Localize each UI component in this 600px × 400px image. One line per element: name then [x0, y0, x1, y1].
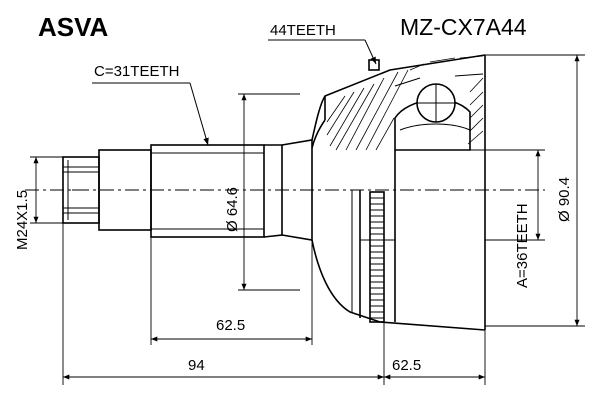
- outer-teeth-callout: 44TEETH: [268, 22, 380, 71]
- housing-diameter-dimension: Ø 90.4: [485, 54, 585, 327]
- shaft-teeth-callout: C=31TEETH: [92, 63, 209, 146]
- abs-ring: [369, 191, 385, 323]
- part-number: MZ-CX7A44: [400, 14, 527, 40]
- shaft-diameter-label: Ø 64.6: [224, 187, 241, 232]
- inner-teeth-dimension: A=36TEETH: [485, 149, 545, 288]
- shaft-length-label: 62.5: [216, 317, 245, 334]
- outer-teeth-label: 44TEETH: [270, 22, 336, 39]
- housing-diameter-label: Ø 90.4: [556, 177, 573, 222]
- shaft-teeth-label: C=31TEETH: [94, 63, 179, 80]
- total-left-label: 94: [188, 357, 205, 374]
- thread-dimension: M24X1.5: [14, 156, 63, 250]
- brand-title: ASVA: [38, 12, 109, 42]
- shaft-diameter-dimension: Ø 64.6: [224, 93, 300, 291]
- housing-section-hatch: [326, 55, 484, 151]
- ball-and-cage: [394, 73, 484, 151]
- total-right-label: 62.5: [392, 357, 421, 374]
- overall-length-dimension: 94 62.5: [62, 223, 486, 385]
- thread-label: M24X1.5: [14, 190, 31, 250]
- inner-teeth-label: A=36TEETH: [514, 203, 531, 288]
- housing-bell: [311, 54, 486, 331]
- shaft-length-dimension: 62.5: [150, 232, 313, 345]
